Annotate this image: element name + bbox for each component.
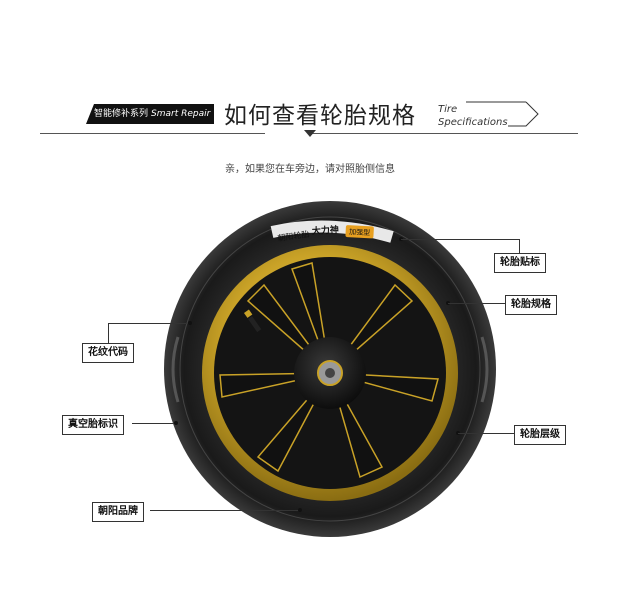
callout-dot-tubeless <box>174 421 178 425</box>
callout-line-tread-v <box>108 323 109 343</box>
sticker-badge-text: 加强型 <box>349 227 370 237</box>
title-en-line2: Specifications <box>438 117 508 128</box>
callout-spec: 轮胎规格 <box>505 295 557 315</box>
callout-ply: 轮胎层级 <box>514 425 566 445</box>
callout-line-brand <box>150 510 298 511</box>
callout-line-ply <box>458 433 514 434</box>
sticker-model-text: 大力神 <box>312 224 340 237</box>
callout-tread-code: 花纹代码 <box>82 343 134 363</box>
header-divider-right <box>310 133 578 134</box>
callout-line-sticker <box>401 239 519 240</box>
callout-line-spec <box>448 303 505 304</box>
callout-brand: 朝阳品牌 <box>92 502 144 522</box>
sticker-brand-text: 朝阳轮胎 <box>277 229 310 243</box>
callout-dot-tread <box>188 321 192 325</box>
series-label: 智能修补系列 <box>94 109 149 119</box>
callout-sticker: 轮胎贴标 <box>494 253 546 273</box>
callout-line-tubeless <box>132 423 174 424</box>
page-title: 如何查看轮胎规格 <box>224 103 416 129</box>
header-divider-left <box>40 133 265 134</box>
page-subtitle: 亲，如果您在车旁边，请对照胎侧信息 <box>225 164 395 175</box>
valve-stem <box>244 309 262 333</box>
callout-dot-brand <box>298 508 302 512</box>
callout-line-sticker-v <box>519 239 520 253</box>
wheel-illustration: 朝阳轮胎 大力神 加强型 <box>164 201 496 537</box>
callout-tubeless: 真空胎标识 <box>62 415 124 435</box>
callout-line-tread <box>108 323 188 324</box>
header-notch <box>304 130 316 137</box>
title-en-line1: Tire <box>438 104 458 115</box>
title-en-decoration <box>466 101 539 127</box>
series-label-en: Smart Repair <box>151 109 211 119</box>
title-en: Tire Specifications <box>438 103 508 129</box>
sidewall-sticker: 朝阳轮胎 大力神 加强型 <box>270 220 394 243</box>
